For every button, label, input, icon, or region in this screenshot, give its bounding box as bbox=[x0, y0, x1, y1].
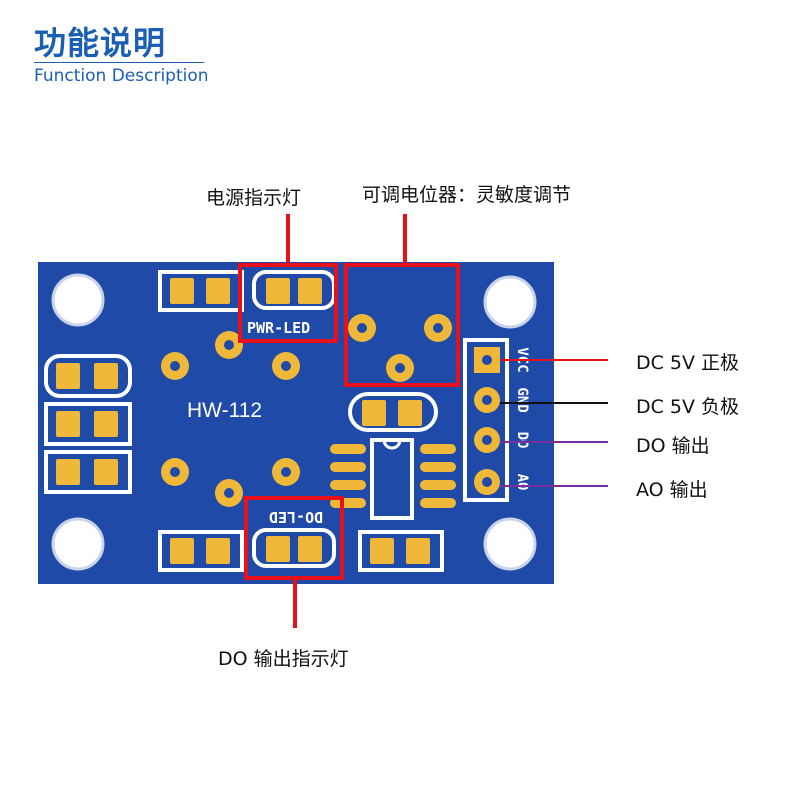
pin-label-gnd: GND bbox=[514, 387, 530, 412]
callout-power-indicator: 电源指示灯 bbox=[206, 187, 302, 209]
callout-potentiometer: 可调电位器：灵敏度调节 bbox=[362, 184, 572, 206]
left-smd-pads bbox=[44, 354, 132, 494]
section-title: 功能说明 bbox=[34, 24, 167, 62]
pwr-led-silk: PWR-LED bbox=[247, 319, 310, 337]
pin-label-do: DO bbox=[514, 432, 530, 449]
callout-do-indicator: DO 输出指示灯 bbox=[218, 648, 349, 670]
section-subtitle: Function Description bbox=[34, 66, 209, 86]
callout-ao-out: AO 输出 bbox=[636, 479, 708, 501]
mounting-holes bbox=[51, 273, 537, 571]
do-led bbox=[252, 528, 336, 568]
do-led-silk: DO-LED bbox=[269, 508, 323, 526]
pin-header bbox=[463, 338, 509, 502]
callout-do-out: DO 输出 bbox=[636, 435, 710, 457]
title-underline bbox=[34, 62, 204, 63]
callout-gnd: DC 5V 负极 bbox=[636, 396, 740, 418]
pin-label-ao: AO bbox=[514, 474, 530, 491]
board-model-label: HW-112 bbox=[187, 399, 262, 422]
callout-vcc: DC 5V 正极 bbox=[636, 352, 740, 374]
capacitor-pads bbox=[348, 392, 438, 432]
ic-footprint bbox=[330, 438, 456, 520]
bottom-smd-pads bbox=[158, 530, 444, 572]
